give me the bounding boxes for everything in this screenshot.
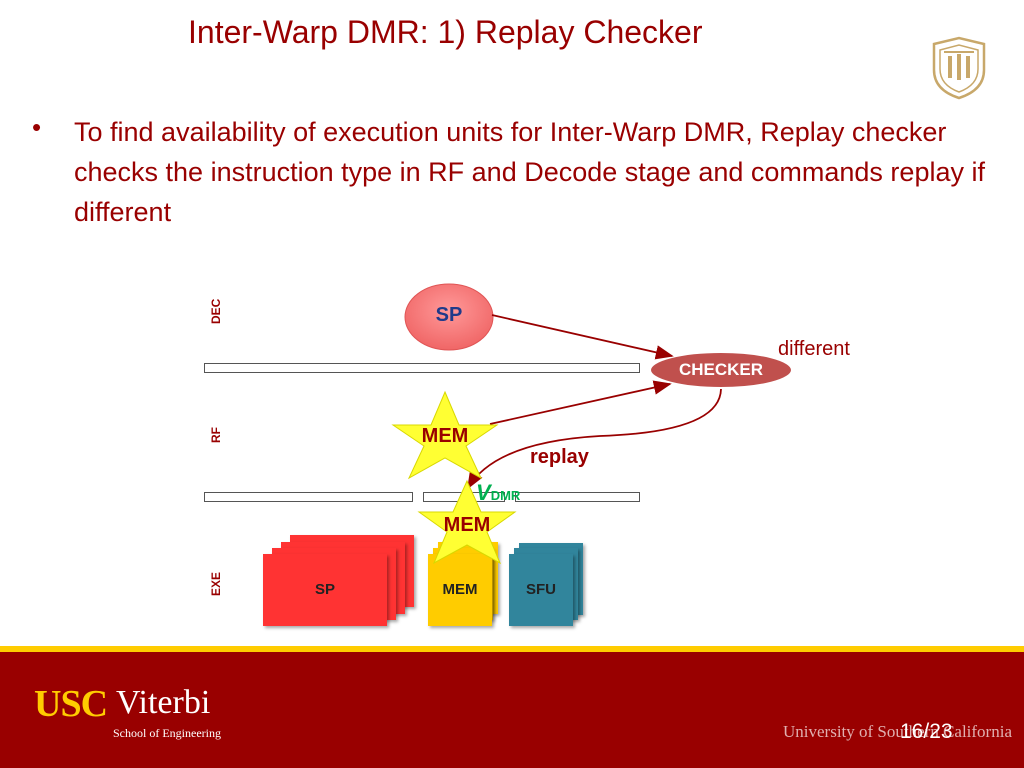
checker-label: CHECKER [678, 360, 764, 379]
sfu-unit-label: SFU [526, 581, 556, 598]
pipeline-register-rf-exe-sp [204, 492, 413, 502]
vdmr-label: VDMR [476, 480, 520, 506]
usc-logo-text: USC [34, 683, 108, 725]
arrow-rf-to-checker [489, 380, 672, 425]
sp-unit [263, 554, 387, 626]
vdmr-v: V [476, 480, 491, 505]
usc-seal-icon [932, 36, 986, 100]
decode-sp-label: SP [435, 304, 463, 326]
sfu-unit [509, 554, 573, 626]
slide-title: Inter-Warp DMR: 1) Replay Checker [188, 14, 703, 50]
different-label: different [778, 338, 850, 360]
exe-mem-star [417, 479, 517, 565]
vdmr-sub: DMR [490, 488, 521, 503]
bullet-text: To find availability of execution units … [74, 117, 985, 227]
school-of-engineering-text: School of Engineering [113, 726, 221, 740]
sp-unit-label: SP [314, 581, 335, 598]
exe-mem-star-label: MEM [443, 514, 491, 536]
rf-mem-star [391, 390, 499, 480]
checker-oval [649, 351, 793, 389]
mem-unit-label: MEM [442, 581, 478, 598]
slide-number: 16/23 [900, 720, 953, 743]
bullet-marker: • [32, 112, 42, 142]
pipeline-register-rf-exe-sfu [515, 492, 640, 502]
arrow-dec-to-checker [491, 314, 674, 360]
viterbi-logo-text: Viterbi [116, 684, 211, 721]
footer-band [0, 652, 1024, 768]
university-name: University of Southern California [783, 722, 1012, 741]
replay-label: replay [530, 446, 589, 468]
arrow-replay [467, 388, 722, 490]
decode-sp-oval [404, 283, 494, 351]
footer-gold-stripe [0, 646, 1024, 652]
mem-unit [428, 554, 492, 626]
rf-mem-star-label: MEM [421, 425, 469, 447]
pipeline-register-dec-rf [204, 363, 640, 373]
